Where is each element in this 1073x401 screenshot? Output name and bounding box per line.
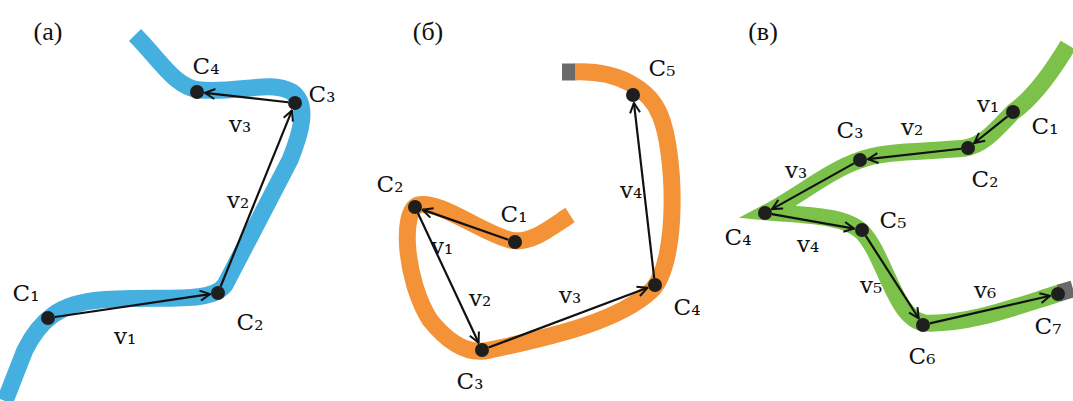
vector-label: v₂	[469, 287, 491, 310]
point-dot: C₇	[1051, 287, 1065, 301]
vector-label: v₂	[901, 116, 923, 139]
vector-label: v₁	[114, 325, 136, 348]
vector-label: v₁	[977, 93, 999, 116]
point-label: C₆	[909, 345, 936, 368]
point-label: C₄	[725, 226, 752, 249]
point-dot: C₄	[190, 85, 204, 99]
vector-arrow	[418, 213, 479, 342]
point-dot: C₃	[288, 96, 302, 110]
tube-cap	[562, 64, 575, 81]
vector-label: v₆	[974, 279, 996, 302]
vector-label: v₃	[559, 284, 581, 307]
point-dot: C₁	[1006, 105, 1020, 119]
vector-label: v₂	[227, 189, 249, 212]
panel-label: (в)	[748, 19, 778, 45]
vector-arrow	[221, 110, 292, 286]
point-dot: C₅	[855, 223, 869, 237]
blue-tube	[5, 35, 302, 401]
vector-arrow	[974, 116, 1007, 143]
vector-arrow	[55, 294, 210, 317]
point-dot: C₃	[475, 343, 489, 357]
point-dot: C₂	[961, 141, 975, 155]
vector-label: v₅	[860, 274, 882, 297]
vector-label: v₃	[229, 113, 251, 136]
point-dot: C₂	[408, 200, 422, 214]
point-label: C₂	[377, 173, 404, 196]
point-dot: C₁	[41, 311, 55, 325]
point-label: C₇	[1035, 315, 1062, 338]
vector-arrow	[772, 214, 854, 228]
point-dot: C₅	[626, 88, 640, 102]
point-label: C₁	[501, 203, 528, 226]
vector-arrow	[205, 93, 288, 102]
vector-arrow	[772, 163, 854, 209]
point-label: C₅	[880, 209, 907, 232]
vector-label: v₄	[620, 179, 642, 202]
vector-arrow	[868, 149, 961, 159]
point-dot: C₄	[648, 278, 662, 292]
point-dot: C₆	[916, 318, 930, 332]
point-dot: C₂	[211, 286, 225, 300]
point-label: C₄	[193, 55, 220, 78]
vector-label: v₃	[785, 159, 807, 182]
vector-label: v₁	[431, 235, 453, 258]
point-label: C₃	[309, 83, 336, 106]
panel-label: (б)	[413, 19, 444, 45]
point-label: C₂	[972, 168, 999, 191]
point-label: C₃	[837, 119, 864, 142]
point-dot: C₁	[508, 235, 522, 249]
point-dot: C₄	[758, 206, 772, 220]
panel-label: (а)	[34, 19, 63, 45]
orange-tube	[407, 72, 672, 351]
point-label: C₄	[674, 296, 701, 319]
point-label: C₅	[649, 57, 676, 80]
green-tube	[768, 45, 1068, 323]
point-label: C₁	[13, 282, 40, 305]
point-label: C₃	[457, 370, 484, 393]
point-dot: C₃	[853, 153, 867, 167]
vector-label: v₄	[797, 233, 819, 256]
point-label: C₁	[1032, 115, 1059, 138]
point-label: C₂	[237, 311, 264, 334]
